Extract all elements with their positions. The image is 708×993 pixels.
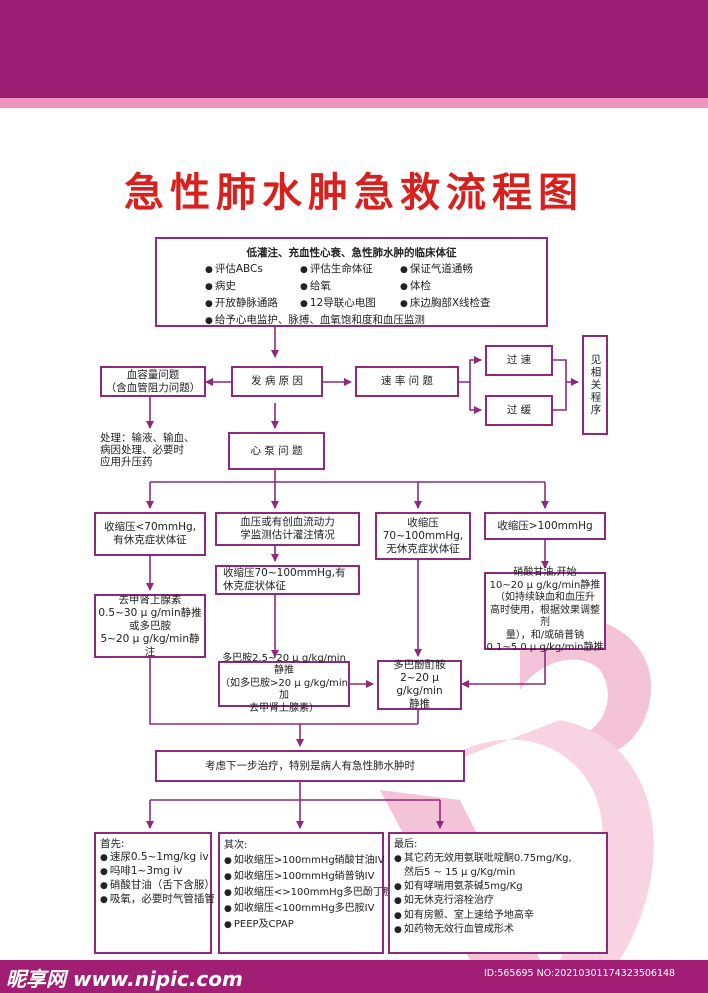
col4-drug-line: （如持续缺血和血压升 — [495, 592, 595, 604]
header-band — [0, 0, 708, 98]
col4-drug-line: 高时使用，根据效果调整剂 — [490, 604, 600, 629]
page-title: 急性肺水肿急救流程图 — [124, 170, 584, 216]
sign-item: 12导联心电图 — [300, 297, 400, 311]
perfusion-box: 血压或有创血流动力 学监测估计灌注情况 — [215, 512, 360, 546]
col3-drug-line: 多巴酚酊胺 — [393, 659, 446, 671]
sign-item: 保证气道通畅 — [400, 263, 530, 277]
col1-drug-line: 或多巴胺 — [129, 619, 171, 632]
sign-item: 评估ABCs — [205, 263, 300, 277]
second-item: 如收缩压>100mmHg硝普钠IV — [224, 869, 378, 885]
pump-problem-box: 心 泵 问 题 — [228, 432, 325, 470]
sbp-gt100-box: 收缩压>100mmHg — [484, 512, 606, 540]
sign-item: 病史 — [205, 280, 300, 294]
col3-drug-line: 静推 — [409, 698, 430, 710]
first-heading: 首先: — [100, 838, 125, 850]
cause-box: 发 病 原 因 — [231, 366, 323, 397]
volume-line: 血容量问题 — [126, 368, 180, 381]
sign-item: 体检 — [400, 280, 530, 294]
see-related-box: 见相关程序 — [582, 335, 608, 435]
dopamine-box: 多巴胺2.5~20 μ g/kg/min静推 （如多巴胺>20 μ g/kg/m… — [218, 653, 350, 714]
col2-drug-line: 多巴胺2.5~20 μ g/kg/min静推 — [222, 652, 346, 677]
header-stripe — [0, 98, 708, 108]
first-item: 吸氧，必要时气管插管 — [100, 893, 215, 907]
col3-line: 70~100mmHg, — [382, 529, 464, 542]
last-item: 如药物无效行血管成形术 — [394, 923, 602, 938]
col2-line: 学监测估计灌注情况 — [240, 529, 335, 541]
sign-item: 床边胸部X线检查 — [400, 297, 530, 311]
first-item: 速尿0.5~1mg/kg iv — [100, 851, 209, 865]
rate-label: 速 率 问 题 — [380, 375, 433, 387]
tachycardia-box: 过 速 — [485, 345, 553, 376]
first-item: 吗啡1~3mg iv — [100, 865, 206, 879]
treat-line: 病因处理、必要时 — [100, 444, 184, 456]
col4-drug-line: 10~20 μ g/kg/min静推 — [489, 579, 601, 591]
col2-sub-line: 休克症状体征 — [223, 580, 286, 592]
second-line-box: 其次: 如收缩压>100mmHg硝酸甘油IV 如收缩压>100mmHg硝普钠IV… — [218, 832, 403, 954]
col1-drug-line: 去甲肾上腺素 — [118, 593, 182, 606]
last-item: 如无休克行溶栓治疗 — [394, 894, 602, 909]
norepinephrine-box: 去甲肾上腺素 0.5~30 μ g/min静推 或多巴胺 5~20 μ g/kg… — [94, 594, 206, 658]
pump-label: 心 泵 问 题 — [250, 444, 303, 457]
second-item: 如收缩压>100mmHg硝酸甘油IV — [224, 853, 385, 869]
second-heading: 其次: — [224, 840, 248, 851]
watermark-id: ID:565695 NO:20210301174323506148 — [484, 968, 676, 979]
col2-drug-line: 去甲肾上腺素） — [249, 702, 319, 714]
sign-item: 评估生命体征 — [300, 263, 400, 277]
slow-label: 过 缓 — [506, 404, 532, 416]
col1-drug-line: 5~20 μ g/kg/min静注 — [100, 632, 200, 658]
watermark-brand: 昵享网 www.nipic.com — [6, 967, 243, 991]
col2-line: 血压或有创血流动力 — [240, 516, 335, 528]
next-step-box: 考虑下一步治疗，特别是病人有急性肺水肿时 — [155, 750, 465, 782]
first-item: 硝酸甘油（舌下含服） — [100, 879, 215, 893]
last-item: 如有房颤、室上速给予地高辛 — [394, 909, 602, 924]
col2-sub-line: 收缩压70~100mmHg,有 — [223, 567, 346, 579]
nitroglycerin-box: 硝酸甘油,开始 10~20 μ g/kg/min静推 （如持续缺血和血压升 高时… — [484, 567, 606, 653]
last-item: 然后5 ~ 15 μ g/Kg/min — [404, 867, 516, 878]
dobutamine-box: 多巴酚酊胺 2~20 μ g/kg/min 静推 — [377, 659, 462, 710]
fast-label: 过 速 — [506, 354, 532, 366]
volume-problem-box: 血容量问题 （含血管阻力问题） — [100, 366, 206, 397]
col4-label: 收缩压>100mmHg — [497, 519, 593, 532]
col1-line: 收缩压<70mmHg, — [103, 521, 196, 533]
volume-treatment-box: 处理：输液、输血、 病因处理、必要时 应用升压药 — [100, 432, 196, 470]
col3-line: 无休克症状体征 — [386, 542, 460, 555]
col1-line: 有休克症状体征 — [113, 534, 187, 546]
bradycardia-box: 过 缓 — [485, 395, 553, 426]
col4-drug-line: 量），和/或硝普钠 — [505, 629, 585, 641]
sign-item: 给氧 — [300, 280, 400, 294]
clinical-signs-box: 低灌注、充血性心衰、急性肺水肿的临床体征 评估ABCs 评估生命体征 保证气道通… — [155, 237, 548, 327]
sbp-70-100-shock-box: 收缩压70~100mmHg,有 休克症状体征 — [215, 565, 360, 595]
col3-line: 收缩压 — [407, 516, 439, 529]
treat-line: 处理：输液、输血、 — [100, 432, 195, 444]
col4-drug-line: 0.1~5.0 μ g/kg/min静推 — [486, 642, 604, 654]
col3-drug-line: 2~20 μ g/kg/min — [396, 672, 443, 697]
treat-line: 应用升压药 — [100, 456, 153, 468]
second-item: 如收缩压<100mmHg多巴胺IV — [224, 901, 378, 917]
col4-drug-line: 硝酸甘油,开始 — [513, 567, 577, 579]
sign-item: 开放静脉通路 — [205, 297, 300, 311]
footer-band — [0, 960, 708, 993]
last-item: 如有哮喘用氨茶碱5mg/Kg — [394, 880, 602, 895]
rate-problem-box: 速 率 问 题 — [355, 366, 459, 397]
col2-drug-line: （如多巴胺>20 μ g/kg/min加 — [220, 677, 348, 702]
second-item: PEEP及CPAP — [224, 917, 378, 933]
sbp-70-100-noshock-box: 收缩压 70~100mmHg, 无休克症状体征 — [375, 512, 471, 560]
next-step-label: 考虑下一步治疗，特别是病人有急性肺水肿时 — [205, 759, 415, 772]
last-line-box: 最后: 其它药无效用氨联吡啶酮0.75mg/Kg, 然后5 ~ 15 μ g/K… — [388, 832, 608, 954]
col1-drug-line: 0.5~30 μ g/min静推 — [98, 606, 202, 619]
first-line-box: 首先: 速尿0.5~1mg/kg iv 吗啡1~3mg iv 硝酸甘油（舌下含服… — [94, 832, 215, 954]
second-item: 如收缩压<>100mmHg多巴酚丁胺IV — [224, 885, 403, 901]
cause-label: 发 病 原 因 — [250, 375, 303, 387]
sbp-lt70-box: 收缩压<70mmHg, 有休克症状体征 — [94, 512, 206, 556]
last-heading: 最后: — [394, 839, 418, 850]
clinical-signs-heading: 低灌注、充血性心衰、急性肺水肿的临床体征 — [246, 247, 457, 259]
see-related-label: 见相关程序 — [589, 353, 602, 417]
sign-item: 给予心电监护、脉搏、血氧饱和度和血压监测 — [205, 314, 536, 328]
volume-line: （含血管阻力问题） — [105, 381, 201, 394]
last-item: 其它药无效用氨联吡啶酮0.75mg/Kg, — [394, 852, 602, 867]
